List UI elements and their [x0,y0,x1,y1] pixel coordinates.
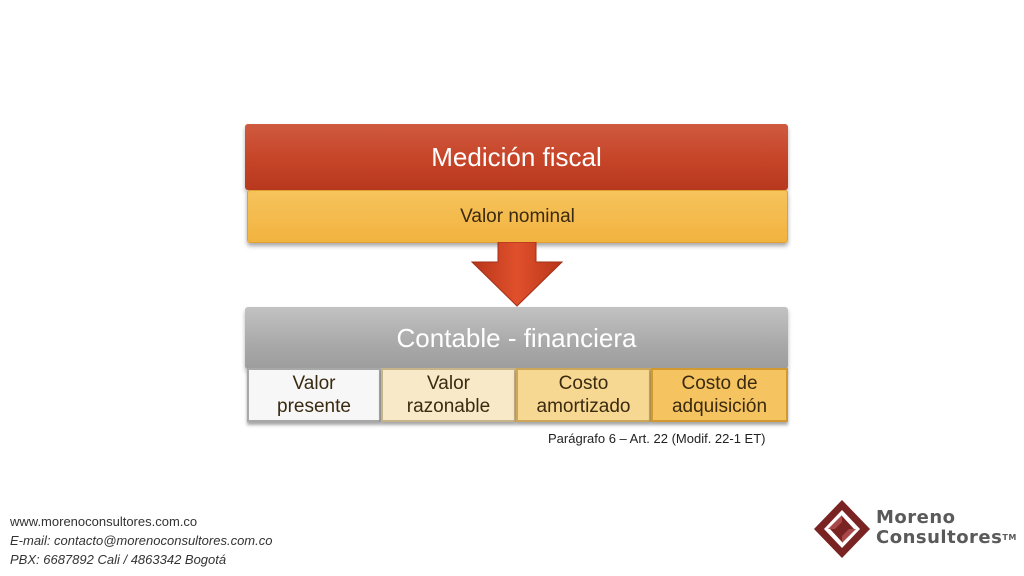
cell-line: adquisición [671,396,768,417]
logo-wordmark: Moreno ConsultoresTM [876,508,1017,548]
email-link[interactable]: E-mail: contacto@morenoconsultores.com.c… [10,533,273,548]
website-link[interactable]: www.morenoconsultores.com.co [10,514,198,529]
cell-line: Valor [427,373,470,394]
moreno-consultores-logo: Moreno ConsultoresTM [812,498,1016,562]
trademark-mark: TM [1002,533,1017,542]
cell-line: Costo [558,373,609,394]
down-arrow-icon [470,242,564,307]
diamond-logo-icon [814,500,870,558]
medicion-fiscal-header: Medición fiscal [245,124,788,190]
contable-financiera-title: Contable - financiera [396,322,637,353]
logo-name-line2: Consultores [876,527,1003,548]
cell-line: presente [277,396,351,417]
medicion-fiscal-title: Medición fiscal [431,141,602,172]
valor-nominal-label: Valor nominal [460,205,575,227]
valor-nominal-box: Valor nominal [247,190,788,243]
cell-line: Costo de [681,373,758,394]
cell-line: Valor [292,373,336,394]
contact-footer: www.morenoconsultores.com.co E-mail: con… [10,512,272,569]
logo-name-line1: Moreno [876,507,956,528]
phone-text: PBX: 6687892 Cali / 4863342 Bogotá [10,552,227,567]
legal-reference-note: Parágrafo 6 – Art. 22 (Modif. 22-1 ET) [548,431,766,446]
contable-financiera-header: Contable - financiera [245,307,788,369]
cell-line: amortizado [536,396,631,417]
cell-line: razonable [406,396,491,417]
